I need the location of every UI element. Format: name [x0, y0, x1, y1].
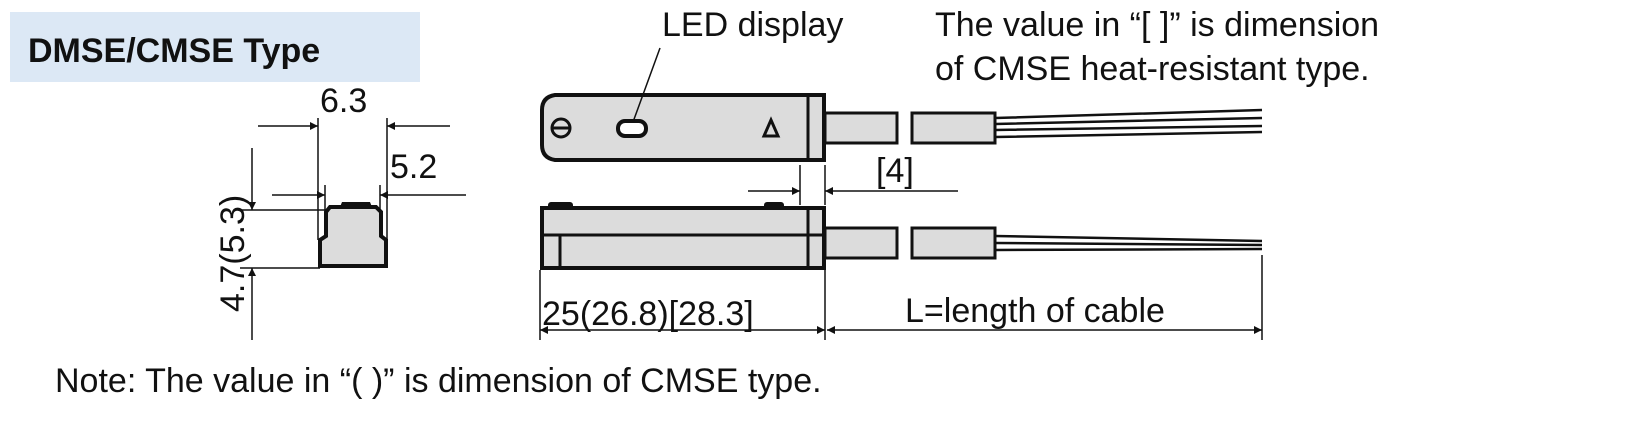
paren-note: Note: The value in “( )” is dimension of…: [55, 362, 822, 400]
diagram-title: DMSE/CMSE Type: [28, 32, 320, 70]
cross-section-view: [240, 118, 466, 340]
bracket-note-line2: of CMSE heat-resistant type.: [935, 50, 1370, 88]
dim-width-inner: 5.2: [390, 148, 437, 186]
dim-cable-offset: [4]: [876, 152, 914, 190]
dim-length: 25(26.8)[28.3]: [542, 295, 754, 333]
title-background: [10, 12, 420, 82]
led-display-label: LED display: [662, 6, 843, 44]
dim-width-outer: 6.3: [320, 82, 367, 120]
bracket-note-line1: The value in “[ ]” is dimension: [935, 6, 1379, 44]
brand-mark-icon: [761, 116, 781, 138]
dim-cable-length: L=length of cable: [905, 292, 1165, 330]
dim-height: 4.7(5.3): [214, 195, 252, 312]
led-indicator: [616, 119, 648, 138]
sensor-side-view: [540, 202, 1263, 270]
sensor-top-view: [540, 47, 1263, 162]
